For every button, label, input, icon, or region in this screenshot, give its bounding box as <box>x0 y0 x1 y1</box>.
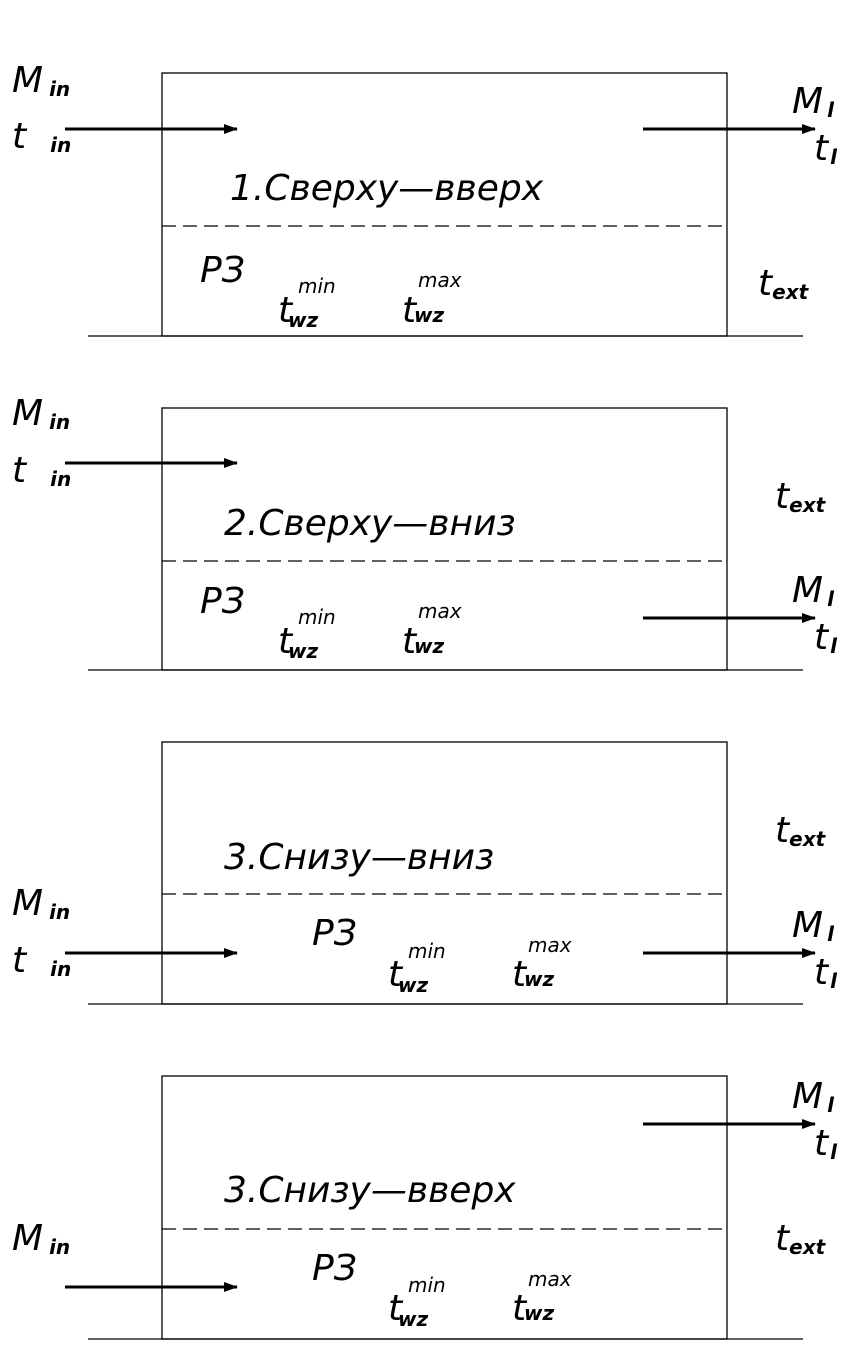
external-temperature-label: text <box>775 1218 827 1259</box>
scheme-title: 1.Сверху—вверх <box>230 168 544 209</box>
work-zone-label: РЗ <box>200 581 245 622</box>
work-zone-label: РЗ <box>312 913 357 954</box>
external-temperature-label: text <box>775 810 827 851</box>
work-zone-label: РЗ <box>312 1248 357 1289</box>
scheme-title: 3.Снизу—вниз <box>224 837 494 878</box>
scheme-title: 2.Сверху—вниз <box>224 503 516 544</box>
scheme-title: 3.Снизу—вверх <box>224 1170 516 1211</box>
external-temperature-label: text <box>775 476 827 517</box>
external-temperature-label: text <box>758 263 810 304</box>
work-zone-label: РЗ <box>200 250 245 291</box>
